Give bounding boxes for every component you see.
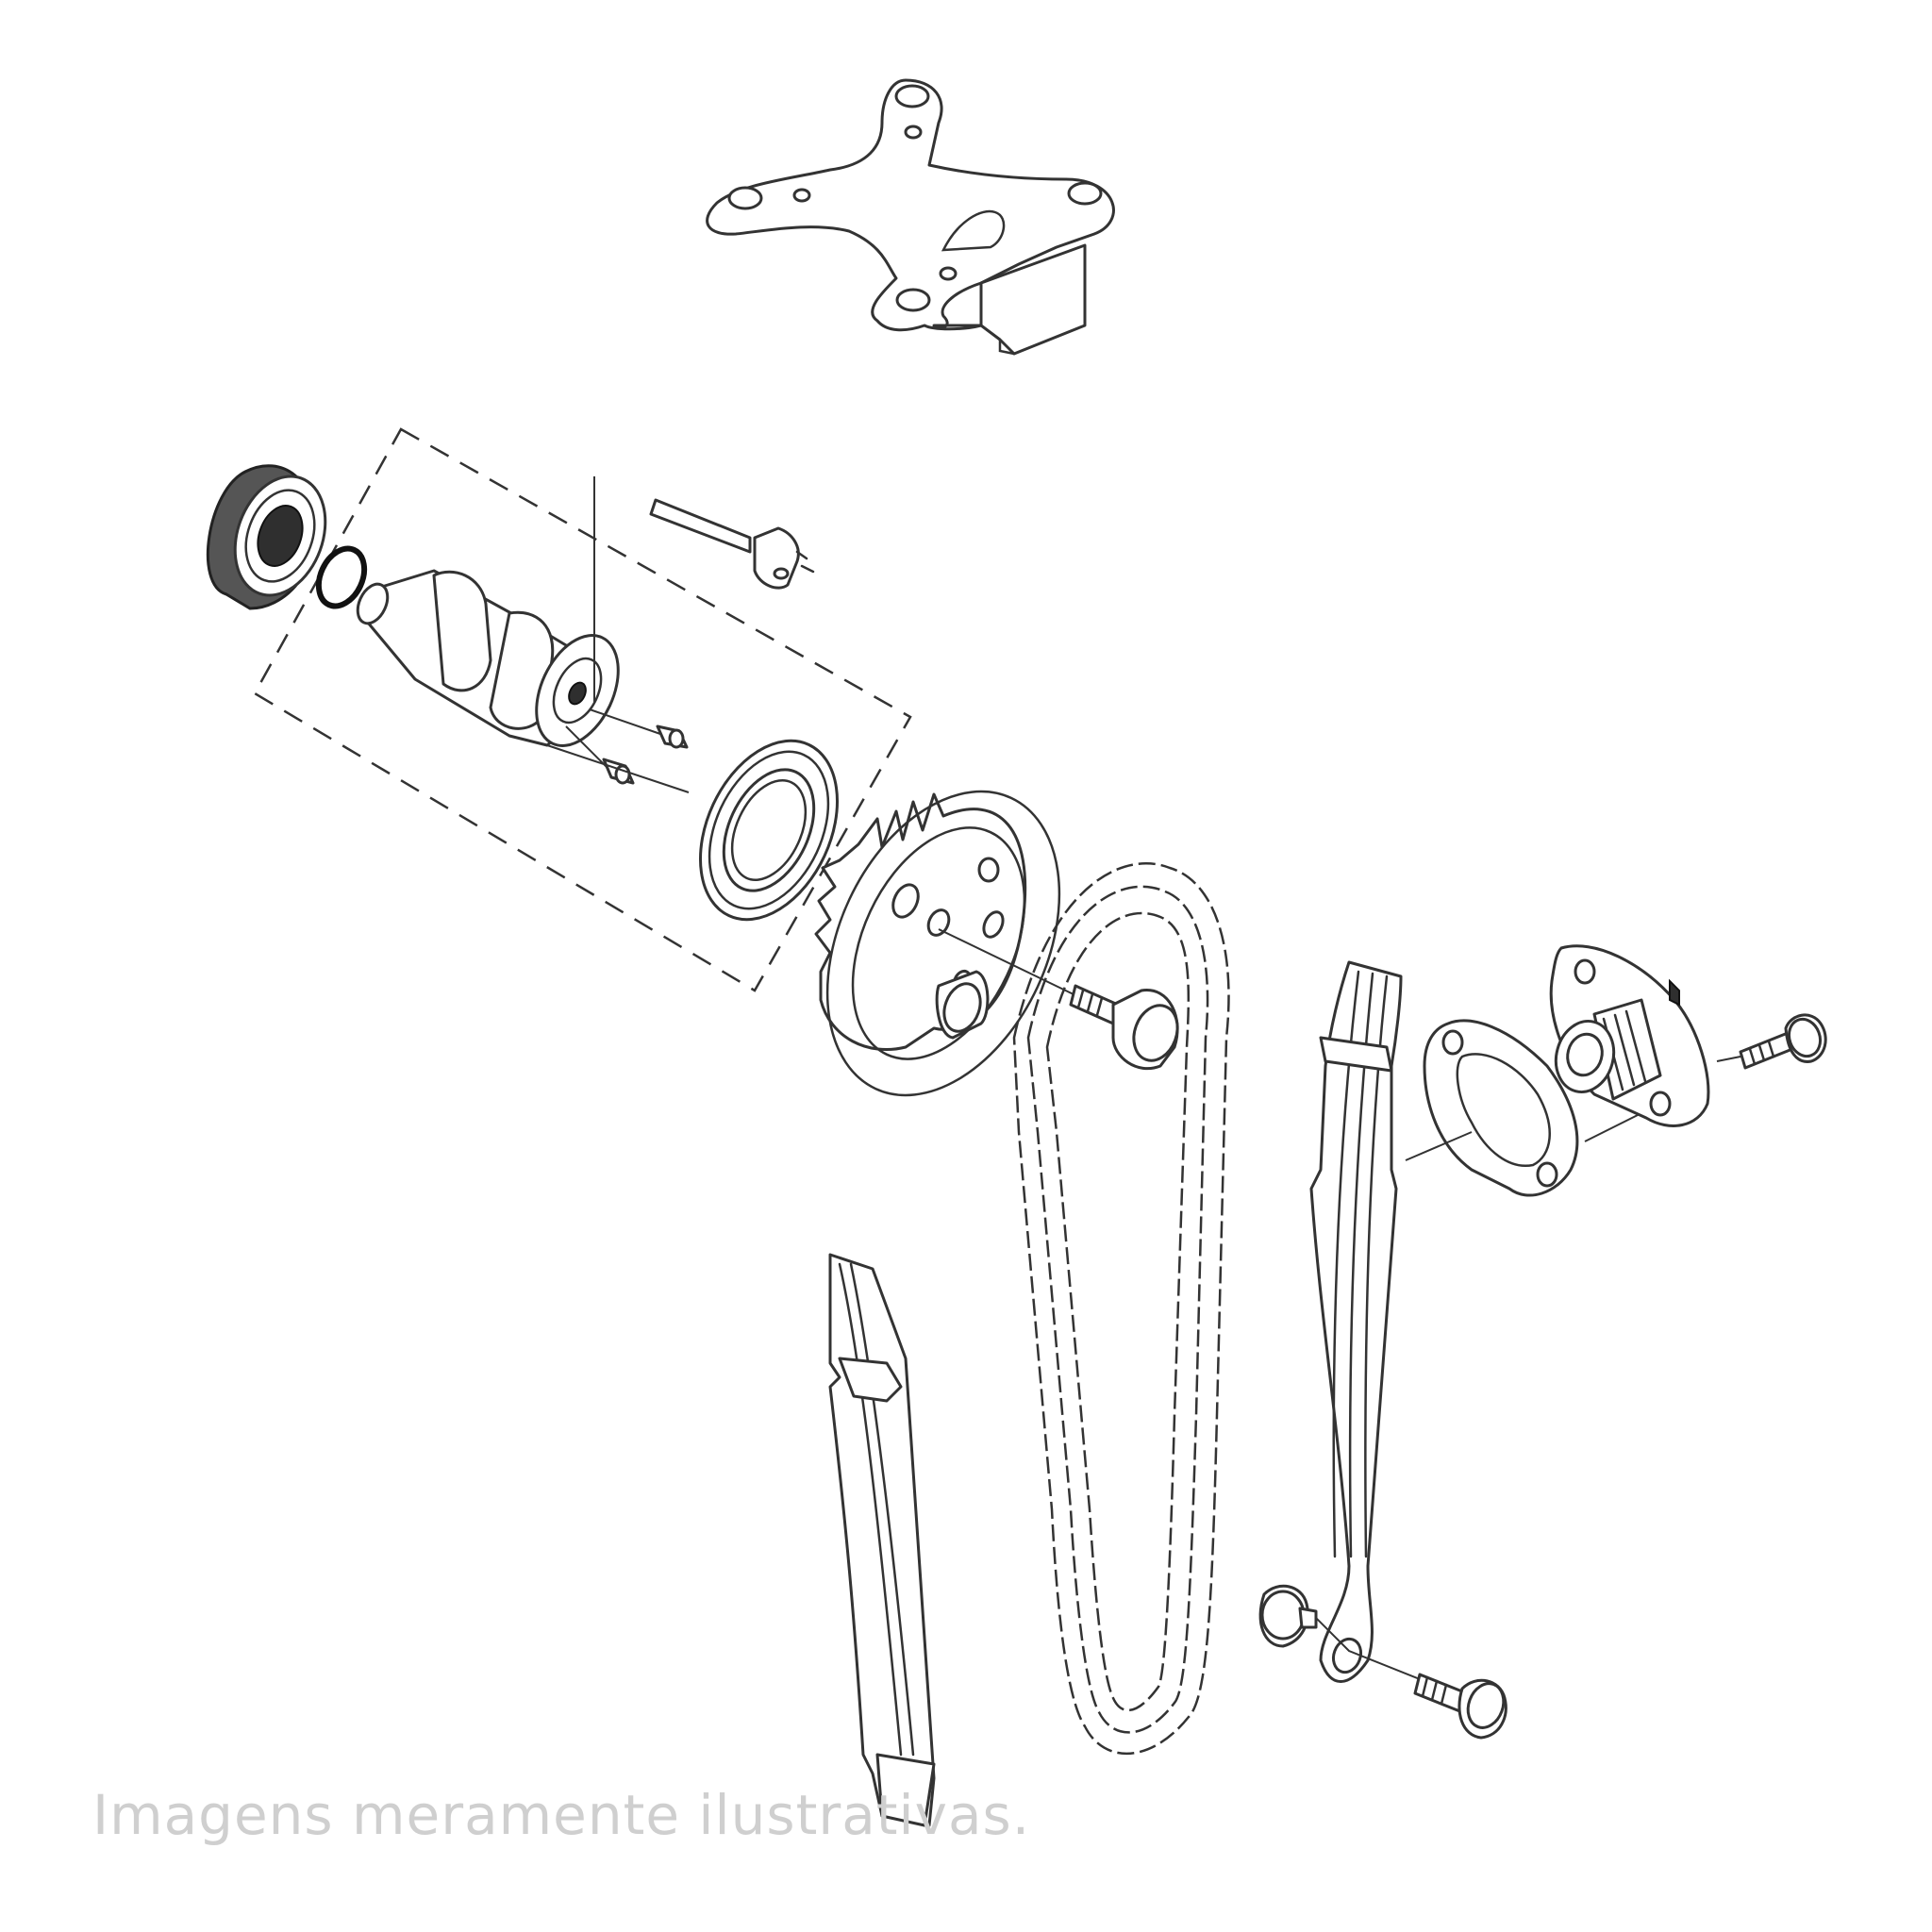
assembly-dashed-outline — [253, 427, 912, 992]
timing-chain — [1012, 862, 1230, 1756]
camshaft — [356, 569, 620, 747]
chain-guide-left — [828, 1253, 936, 1827]
mounting-bracket — [706, 78, 1115, 356]
tensioner-gasket — [1423, 1019, 1579, 1197]
tensioner-bolt — [1739, 1013, 1827, 1070]
chain-tensioner-arm — [1309, 960, 1403, 1683]
pivot-collar — [1258, 1584, 1318, 1648]
decompression-shaft — [649, 498, 815, 590]
ball-bearing-left — [206, 464, 327, 610]
o-ring — [315, 545, 368, 609]
watermark-text: Imagens meramente ilustrativas. — [92, 1783, 1031, 1847]
dowel-pin-lower — [602, 758, 635, 785]
sprocket-bolt — [1069, 984, 1179, 1071]
tensioner-arm-bolt — [1413, 1673, 1507, 1740]
dowel-pin-upper — [656, 724, 689, 749]
chain-tensioner-body — [1549, 944, 1710, 1127]
ball-bearing-right — [698, 739, 840, 922]
cam-sprocket — [814, 790, 1061, 1097]
